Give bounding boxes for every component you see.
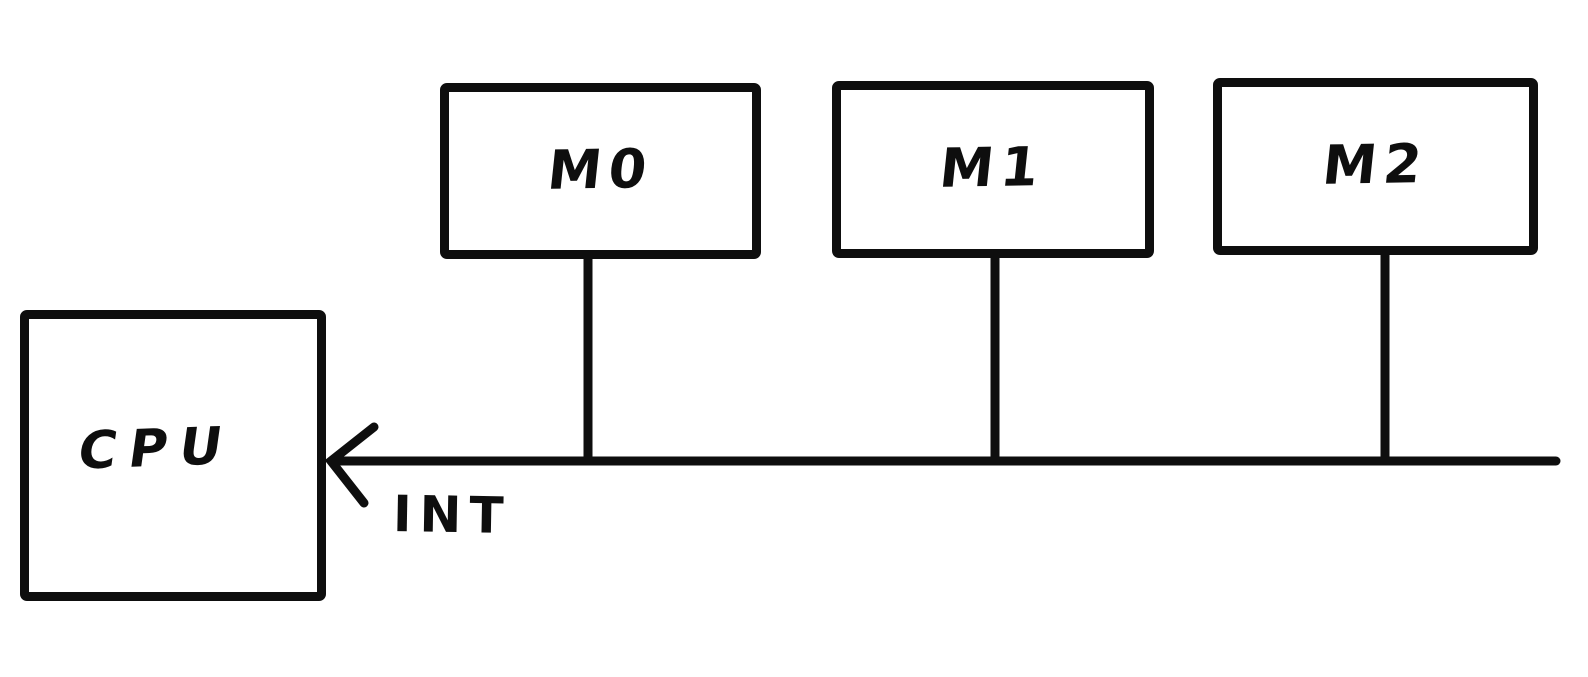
module-m1-label: M1	[936, 135, 1050, 200]
module-m2-label: M2	[1319, 132, 1432, 197]
module-box-m0: M0	[440, 83, 761, 259]
interrupt-line-label: INT	[392, 484, 513, 546]
arrowhead-icon	[324, 422, 379, 508]
module-m0-label: M0	[544, 136, 657, 202]
cpu-label: CPU	[74, 415, 238, 482]
module-box-m1: M1	[832, 81, 1154, 258]
cpu-box: CPU	[20, 310, 326, 601]
module-box-m2: M2	[1213, 78, 1538, 255]
